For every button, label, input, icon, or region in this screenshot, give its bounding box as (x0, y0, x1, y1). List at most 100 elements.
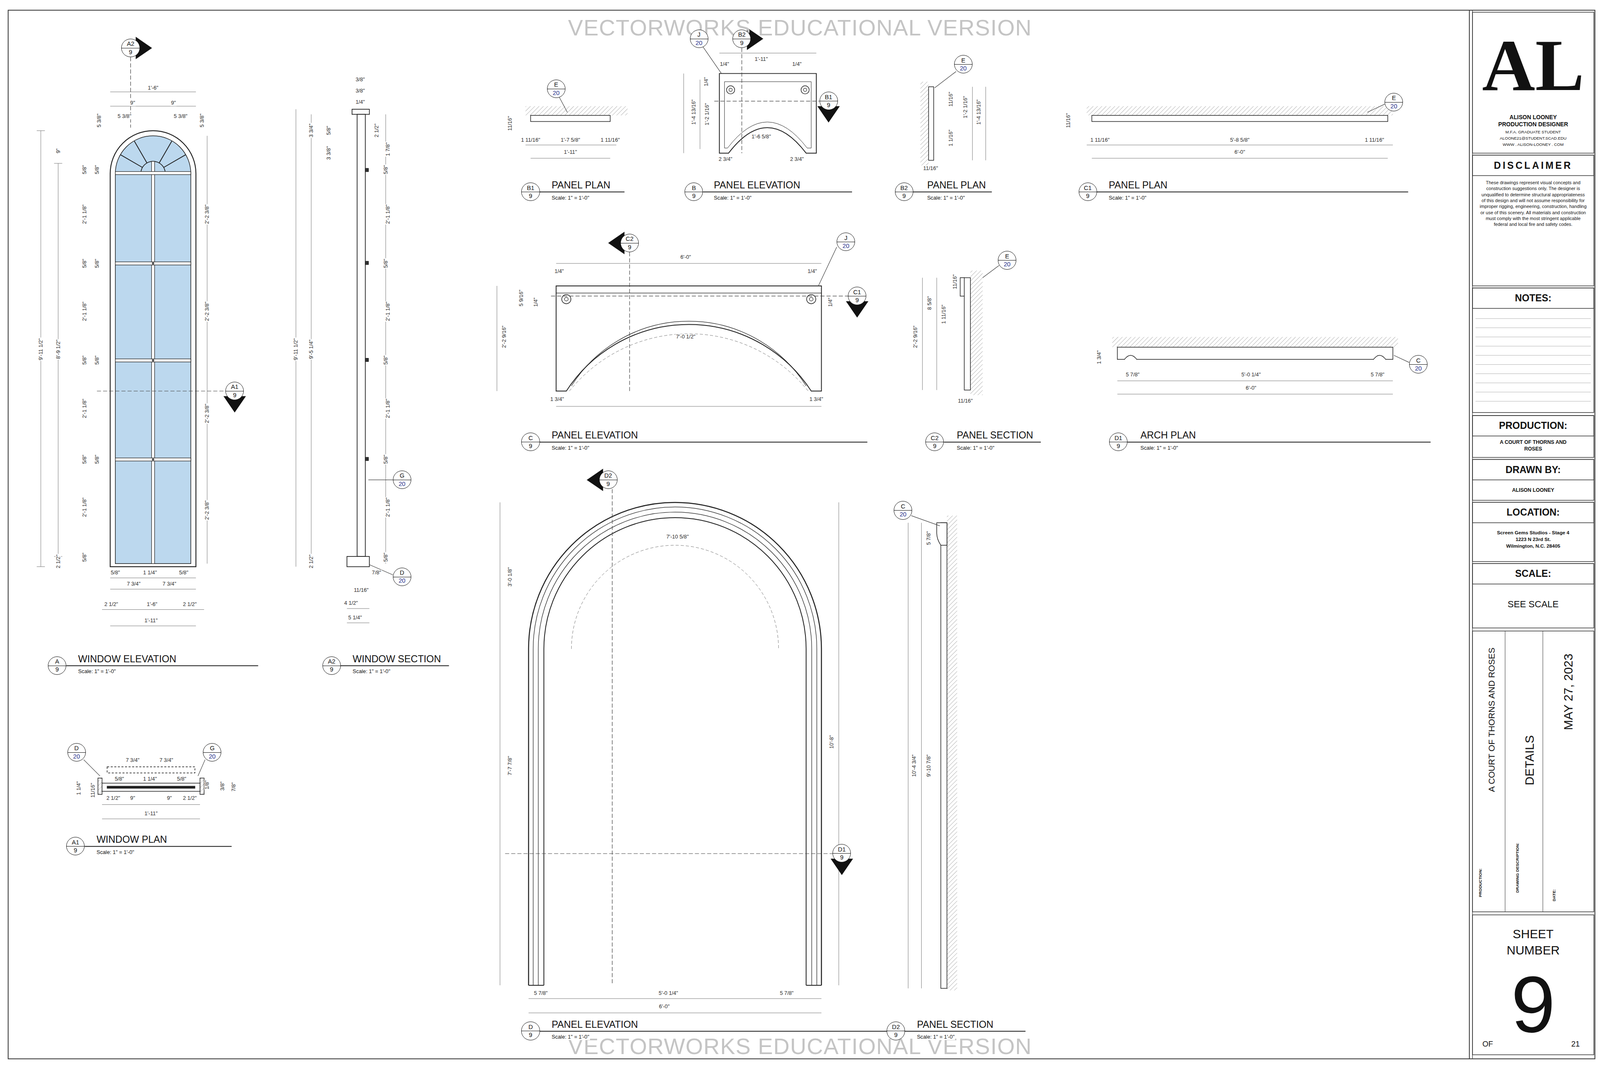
title-block-lines (1472, 12, 1594, 153)
panel-plans (936, 522, 947, 545)
designer-logo-panel: ALALISON LOONEYPRODUCTION DESIGNERM.F.A.… (1473, 12, 1593, 153)
callout-text: A1 (71, 838, 80, 845)
title-block-lines (1472, 287, 1594, 413)
title-block-lines (1472, 415, 1594, 458)
title-block-text: 21 (1571, 1040, 1580, 1048)
window-elevation (110, 130, 196, 567)
dimension-label: 5/8" (114, 775, 125, 782)
dimension-label: 1 7/8" (385, 141, 391, 157)
dimension-label: 5 3/8" (173, 113, 189, 119)
callout-text: A (55, 658, 60, 665)
dimension-label: 9'-10 7/8" (925, 753, 932, 778)
dimension-label: 2 1/2" (373, 123, 380, 139)
dimension-label: 7 3/4" (126, 580, 142, 587)
drawing-title: WINDOW PLAN (95, 834, 168, 845)
dimension-lines (36, 52, 1393, 1013)
dimension-label: 3'-0 1/8" (507, 566, 513, 587)
section-marker-pointers (135, 27, 869, 875)
dimension-label: 2'-2 3/8" (204, 402, 210, 424)
panel-elevations (729, 88, 733, 92)
title-block-text: DATE: (1552, 888, 1557, 901)
dimension-label: 7/8" (230, 781, 237, 793)
title-block-text: A COURT OF THORNS AND ROSES (1497, 439, 1569, 453)
callout-divider (685, 191, 703, 193)
dimension-label: 9" (129, 100, 136, 106)
dimension-label: 1 3/4" (549, 396, 565, 402)
dimension-label: 1'-6 5/8" (750, 133, 772, 140)
callout-divider (894, 510, 912, 511)
callout-text: D1 (837, 845, 846, 853)
title-block-text: LOCATION: (1506, 507, 1560, 518)
window-section (365, 168, 369, 172)
callout-divider (393, 576, 411, 578)
detail-callout: J20 (836, 232, 855, 251)
callout-text: 9 (528, 1031, 533, 1038)
callout-divider (887, 1030, 905, 1031)
dimension-label: 5 7/8" (533, 990, 549, 996)
watermark: VECTORWORKS EDUCATIONAL VERSION (567, 15, 1033, 40)
dimension-label: 9" (55, 147, 61, 155)
notes-panel: NOTES: (1473, 287, 1593, 413)
drawing-title-marker: C9 (521, 432, 540, 451)
callout-text: 20 (398, 577, 406, 584)
dimension-label: 2 1/2" (103, 601, 119, 607)
panel-elevations (800, 85, 810, 95)
dimension-label: 9" (166, 795, 173, 801)
drawing-title-underlines (540, 1030, 1026, 1032)
dimension-label: 1 3/4" (808, 396, 824, 402)
callout-divider (521, 191, 540, 193)
callout-text: D1 (1114, 434, 1123, 441)
dimension-label: 1'-4 13/16" (975, 99, 982, 126)
dimension-label: 1/4" (703, 76, 709, 87)
section-cut-lines (612, 488, 613, 985)
window-elevation (115, 358, 191, 362)
callout-divider (1409, 364, 1428, 365)
drawing-title: PANEL ELEVATION (713, 180, 801, 190)
callout-text: E (961, 57, 966, 64)
dimension-label: 1 1/4" (75, 780, 82, 796)
callout-text: 20 (398, 480, 406, 487)
dimension-label: 2'-1 1/8" (385, 397, 391, 419)
dimension-label: 5/8" (82, 355, 88, 366)
window-elevation (115, 135, 191, 564)
drawing-title-marker: B19 (521, 182, 540, 201)
dimension-label: 6'-0" (1245, 385, 1257, 391)
detail-callout: G20 (392, 470, 412, 489)
dimension-label: 5/8" (82, 257, 88, 269)
title-block-text: OF (1482, 1040, 1494, 1048)
dimension-label: 11/16" (507, 115, 513, 132)
callout-text: 9 (1086, 192, 1090, 200)
drawing-info-panel: PRODUCTION:A COURT OF THORNS AND ROSESDR… (1473, 630, 1593, 911)
callout-text: G (210, 745, 215, 752)
drawing-title: PANEL SECTION (916, 1018, 994, 1029)
window-elevation (115, 171, 191, 175)
dimension-label: 1/4" (553, 268, 565, 275)
disclaimer-panel: DISCLAIMERThese drawings represent visua… (1473, 155, 1593, 286)
callout-text: 9 (902, 192, 906, 200)
callout-text: 9 (330, 666, 334, 673)
panel-elevations (528, 73, 822, 985)
dimension-label: 5 7/8" (779, 990, 795, 996)
callout-text: 9 (128, 48, 133, 55)
callout-text: 9 (932, 442, 937, 450)
callout-text: B1 (825, 93, 833, 100)
detail-callout: E20 (1384, 92, 1403, 112)
dimension-label: 2'-2 3/8" (204, 204, 210, 225)
callout-divider (690, 38, 708, 40)
dimension-label: 1'-11" (143, 810, 158, 816)
dimension-label: 2'-1 1/8" (82, 397, 88, 419)
dimension-label: 2'-1 1/8" (82, 496, 88, 518)
detail-callout: C20 (1409, 355, 1428, 374)
dimension-label: 1 11/16" (941, 304, 947, 325)
dimension-lines (908, 522, 922, 988)
panel-elevations (528, 984, 822, 986)
section-marker: A19 (225, 381, 244, 400)
drawing-title-marker: D29 (886, 1021, 905, 1040)
dimension-label: 7 3/4" (162, 580, 178, 587)
callout-divider (225, 390, 244, 392)
dimension-lines (972, 86, 986, 160)
section-cut-lines (97, 390, 226, 392)
dimension-label: 7'-10 5/8" (665, 533, 690, 540)
callout-text: C2 (930, 434, 939, 441)
panel-plans (1091, 115, 1388, 122)
